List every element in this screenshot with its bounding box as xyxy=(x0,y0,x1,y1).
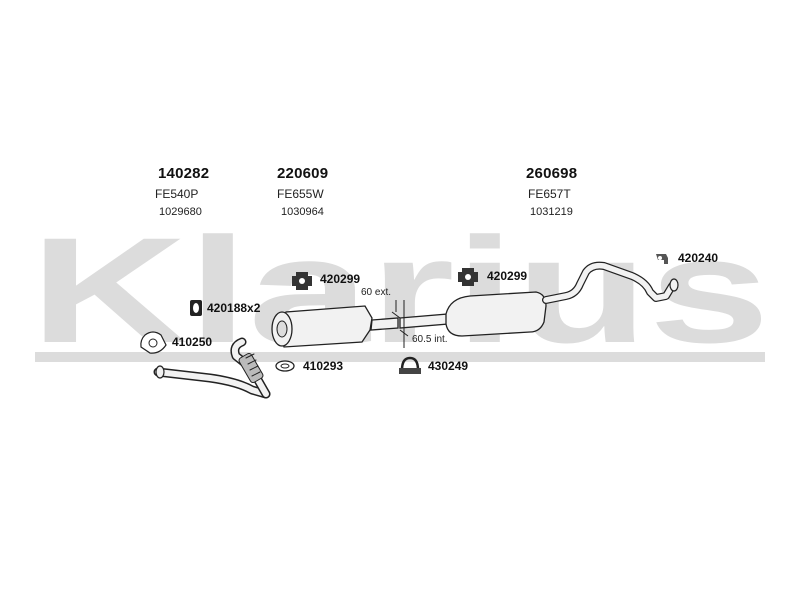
rubber-mount-icon xyxy=(292,272,312,290)
front-pipe-140282 xyxy=(153,337,271,399)
watermark-logo: Klarius xyxy=(30,206,770,374)
part-number-140282: 140282 xyxy=(158,165,210,182)
part-code-fe655w: FE655W xyxy=(277,187,324,201)
flange-gasket-icon xyxy=(140,331,167,354)
pipe-clamp-icon xyxy=(399,356,421,374)
callout-410293: 410293 xyxy=(303,359,344,373)
part-ref-1030964: 1030964 xyxy=(281,206,324,218)
rear-silencer-260698 xyxy=(399,261,679,337)
exhaust-hanger-icon xyxy=(656,254,668,264)
watermark-underline xyxy=(35,352,765,362)
part-code-fe540p: FE540P xyxy=(155,187,199,201)
callout-420299-rear: 420299 xyxy=(487,269,528,283)
callout-420299-front: 420299 xyxy=(320,272,361,286)
ring-gasket-icon xyxy=(275,360,295,372)
flange-gasket-icon xyxy=(190,300,202,316)
part-code-fe657t: FE657T xyxy=(528,187,571,201)
measure-60-5-int: 60.5 int. xyxy=(412,334,448,345)
rubber-mount-icon xyxy=(458,268,478,286)
callout-430249: 430249 xyxy=(428,359,469,373)
callout-410250: 410250 xyxy=(172,335,213,349)
part-number-220609: 220609 xyxy=(277,165,329,182)
part-ref-1031219: 1031219 xyxy=(530,206,573,218)
callout-420188x2: 420188x2 xyxy=(207,301,261,315)
joint-measurement xyxy=(391,300,409,348)
part-number-260698: 260698 xyxy=(526,165,578,182)
measure-60-ext: 60 ext. xyxy=(361,287,392,298)
brand-watermark: Klarius xyxy=(30,206,770,374)
centre-silencer-220609 xyxy=(271,305,399,348)
callout-420240: 420240 xyxy=(678,251,719,265)
part-ref-1029680: 1029680 xyxy=(159,206,202,218)
